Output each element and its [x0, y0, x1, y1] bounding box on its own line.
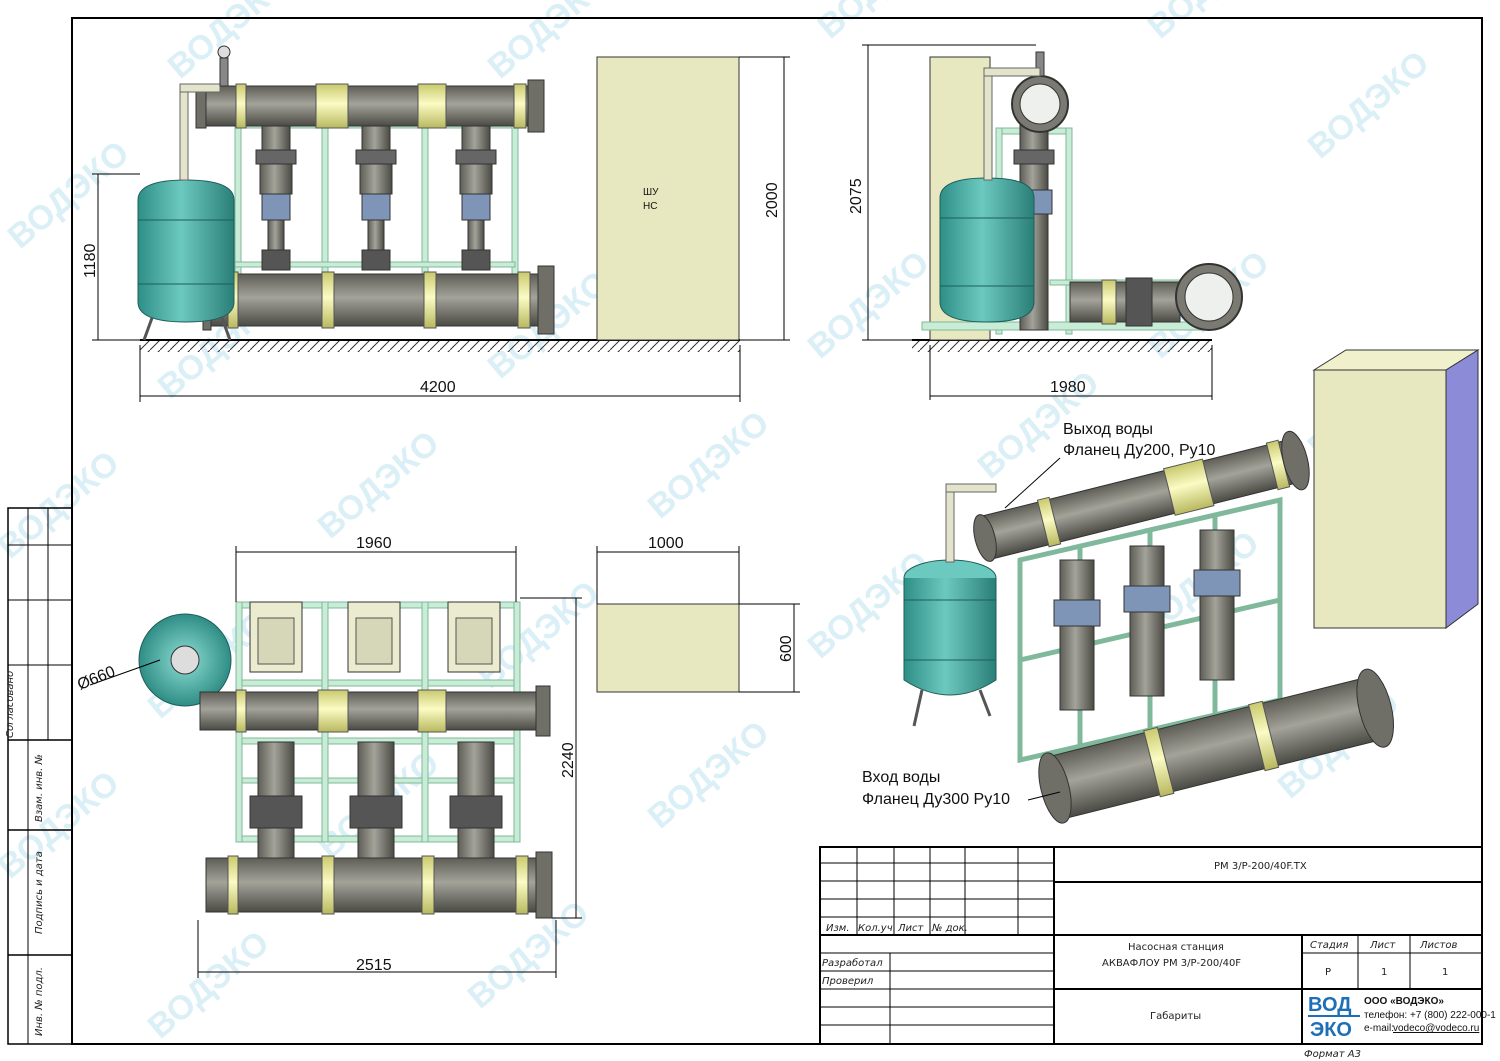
callout-outlet-line2: Фланец Ду200, Ру10	[1063, 442, 1216, 459]
doc-code: РМ 3/Р-200/40F.TX	[1214, 861, 1307, 872]
isometric-view: Выход воды Фланец Ду200, Ру10 Вход воды …	[862, 349, 1480, 824]
watermark: ВОДЭКО	[161, 0, 297, 86]
suction-header	[202, 265, 555, 335]
watermark: ВОДЭКО	[1, 134, 137, 257]
pump-units	[255, 125, 497, 271]
watermark: ВОДЭКО	[481, 0, 617, 86]
watermark: ВОДЭКО	[311, 424, 447, 547]
format-label: Формат А3	[1304, 1049, 1361, 1060]
side-view: 2075 1980	[848, 44, 1243, 400]
dim-cabinet-height: 2000	[764, 182, 781, 218]
cabinet-label-2: НС	[643, 201, 657, 212]
membrane-tank	[137, 45, 235, 341]
dim-cabinet-width: 1000	[648, 535, 684, 552]
col-ndok: № док.	[931, 923, 968, 934]
ground-hatch	[140, 340, 740, 352]
dim-pumps-width: 1960	[356, 535, 392, 552]
stamp-agreed: Согласовано	[5, 671, 16, 738]
stage-label: Стадия	[1310, 940, 1348, 951]
col-izm: Изм.	[826, 923, 850, 934]
dim-plan-depth: 2240	[560, 742, 577, 778]
pump-unit	[355, 125, 397, 271]
sheet-title: Габариты	[1150, 1011, 1201, 1022]
checked-label: Проверил	[822, 976, 874, 987]
callout-inlet-line2: Фланец Ду300 Ру10	[862, 791, 1010, 808]
title-line2: АКВАФЛОУ РМ 3/Р-200/40F	[1102, 958, 1241, 969]
stamp-sign-date: Подпись и дата	[34, 851, 45, 934]
logo-top: ВОД	[1308, 994, 1352, 1016]
company-name: ООО «ВОДЭКО»	[1364, 996, 1444, 1007]
stage-value: Р	[1325, 967, 1331, 978]
company-phone: телефон: +7 (800) 222-000-1	[1364, 1009, 1496, 1021]
sheets-value: 1	[1442, 967, 1448, 978]
iso-discharge-header	[973, 430, 1310, 562]
discharge-header	[195, 79, 545, 133]
dim-side-height: 2075	[848, 178, 865, 214]
pump-unit	[255, 125, 297, 271]
col-list: Лист	[897, 923, 925, 934]
company-email: vodeco@vodeco.ru	[1393, 1023, 1479, 1034]
watermark: ВОДЭКО	[141, 924, 277, 1047]
watermark: ВОДЭКО	[1301, 44, 1437, 167]
logo-bottom: ЭКО	[1310, 1019, 1352, 1041]
email-label: e-mail:	[1364, 1023, 1394, 1034]
dim-side-width: 1980	[1050, 379, 1086, 396]
watermark: ВОДЭКО	[641, 714, 777, 837]
cabinet-plan	[596, 603, 740, 693]
pump-motors	[249, 601, 501, 673]
callout-outlet-line1: Выход воды	[1063, 421, 1153, 438]
front-view: ШУ НС 1180 2000 4200	[82, 45, 790, 402]
plan-view: 1960 1000 600 2240 2515 Ø660	[75, 535, 800, 978]
pump-unit	[455, 125, 497, 271]
title-line1: Насосная станция	[1128, 942, 1224, 953]
sheet-value: 1	[1381, 967, 1387, 978]
watermark: ВОДЭКО	[1141, 0, 1277, 46]
col-kol: Кол.уч.	[858, 923, 896, 934]
iso-suction-header	[1038, 668, 1394, 824]
dim-tank-height: 1180	[82, 243, 99, 278]
side-stamp: Согласовано Взам. инв. № Подпись и дата …	[5, 507, 73, 1045]
watermark: ВОДЭКО	[0, 444, 126, 567]
title-block: РМ 3/Р-200/40F.TX Изм. Кол.уч. Лист № до…	[819, 846, 1496, 1060]
control-cabinet: ШУ НС	[596, 56, 740, 341]
dim-plan-length: 2515	[356, 957, 392, 974]
developed-label: Разработал	[822, 957, 883, 969]
stamp-inv-orig: Инв. № подл.	[34, 967, 45, 1036]
cabinet-label-1: ШУ	[643, 187, 659, 198]
iso-pump-units	[1053, 529, 1241, 711]
company-logo: ВОД ЭКО	[1308, 994, 1360, 1041]
iso-tank	[903, 483, 997, 727]
front-dimensions	[92, 56, 790, 402]
dim-front-width: 4200	[420, 379, 456, 396]
stamp-inv-replace: Взам. инв. №	[34, 754, 45, 822]
watermark: ВОДЭКО	[0, 764, 126, 887]
sheet-label: Лист	[1369, 940, 1397, 951]
dim-cabinet-depth: 600	[778, 635, 795, 662]
callout-inlet-line1: Вход воды	[862, 769, 940, 786]
watermark: ВОДЭКО	[811, 0, 947, 46]
sheets-label: Листов	[1419, 940, 1457, 951]
dim-tank-diameter: Ø660	[75, 663, 118, 693]
watermark: ВОДЭКО	[641, 404, 777, 527]
